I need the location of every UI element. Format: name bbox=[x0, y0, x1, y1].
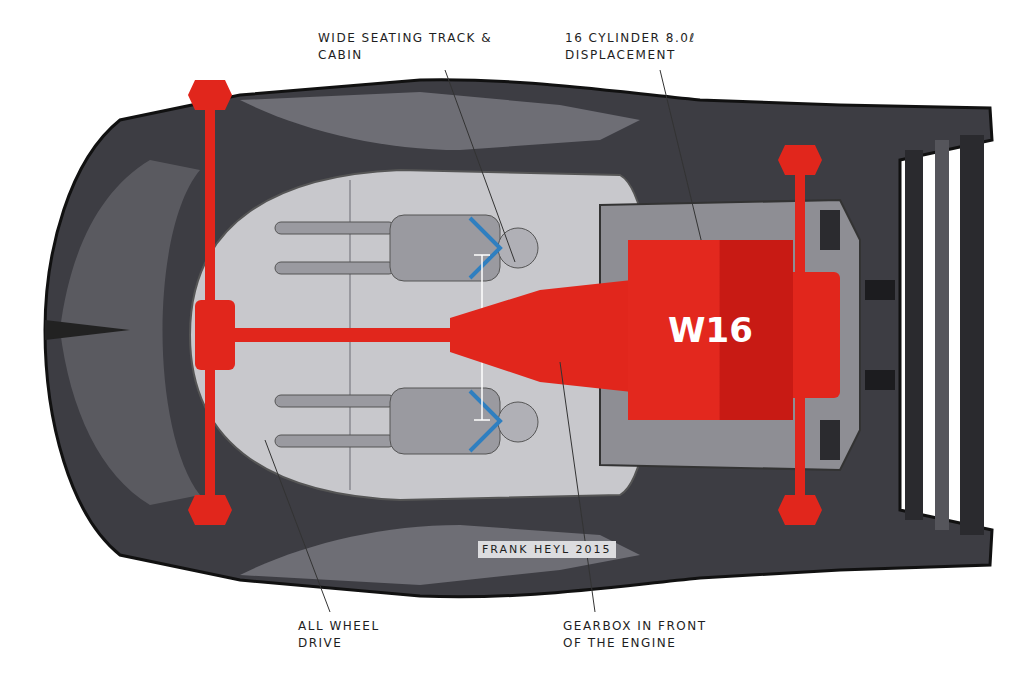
drivetrain bbox=[450, 280, 632, 392]
engine-block: W16 bbox=[628, 240, 793, 420]
engine-label: W16 bbox=[668, 310, 753, 350]
car-body bbox=[45, 80, 992, 597]
car-body bbox=[45, 80, 992, 597]
leader-line bbox=[265, 440, 330, 612]
engine-bay bbox=[600, 200, 860, 470]
occupant-figure bbox=[498, 402, 538, 442]
rear-wing bbox=[865, 135, 984, 535]
track-dimension bbox=[474, 254, 490, 256]
drivetrain bbox=[785, 272, 840, 398]
rear-wing bbox=[960, 135, 984, 535]
callout-text: WIDE SEATING TRACK & CABIN bbox=[318, 30, 493, 64]
drivetrain bbox=[230, 328, 455, 342]
engine-bay bbox=[820, 210, 840, 250]
drivetrain bbox=[195, 300, 235, 370]
car-body bbox=[45, 320, 130, 340]
occupant-figure bbox=[275, 395, 395, 407]
occupant-figure bbox=[275, 222, 395, 234]
rear-wing bbox=[935, 140, 949, 530]
drivetrain bbox=[778, 495, 822, 525]
callout-text: 16 CYLINDER 8.0ℓ DISPLACEMENT bbox=[565, 30, 765, 64]
occupant-figure bbox=[275, 262, 395, 274]
occupant-figure bbox=[498, 228, 538, 268]
seat-harness bbox=[470, 391, 500, 451]
callout-text: ALL WHEEL DRIVE bbox=[298, 618, 418, 652]
cabin bbox=[190, 170, 654, 500]
drivetrain bbox=[188, 495, 232, 525]
callout-text: GEARBOX IN FRONT OF THE ENGINE bbox=[563, 618, 713, 652]
engine-bay bbox=[820, 420, 840, 460]
rear-wing bbox=[905, 150, 923, 520]
occupant-figure bbox=[275, 435, 395, 447]
cabin bbox=[190, 170, 654, 500]
engine-bay bbox=[600, 200, 860, 470]
seat-harness bbox=[470, 218, 500, 278]
leader-line bbox=[560, 362, 595, 612]
drivetrain bbox=[188, 80, 232, 110]
occupant-figure bbox=[390, 215, 500, 281]
drivetrain bbox=[188, 80, 840, 525]
signature: FRANK HEYL 2015 bbox=[478, 541, 616, 558]
drivetrain bbox=[778, 145, 822, 175]
leader-line bbox=[445, 70, 515, 262]
car-body bbox=[240, 92, 640, 150]
occupant-figure bbox=[390, 388, 500, 454]
rear-wing bbox=[865, 280, 895, 390]
track-dimension bbox=[474, 419, 490, 421]
